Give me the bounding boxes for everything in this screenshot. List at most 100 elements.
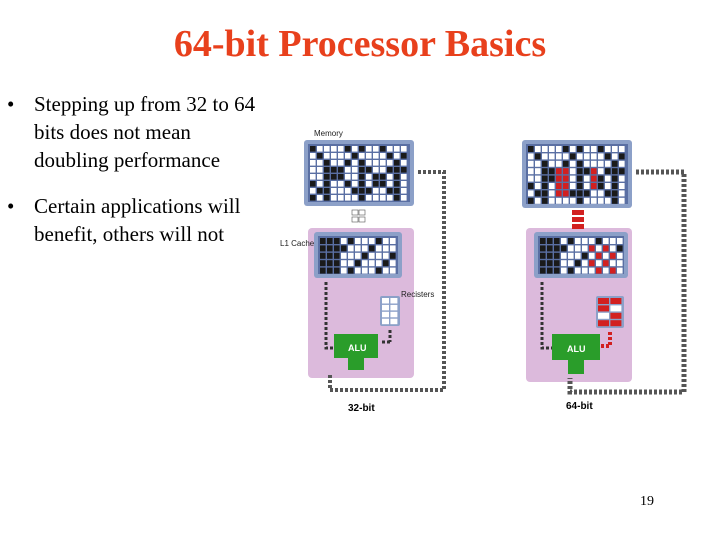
memory-cell: [338, 167, 344, 173]
bullet-text: Stepping up from 32 to 64 bits does not …: [34, 92, 256, 172]
memory-cell: [570, 168, 576, 175]
memory-cell: [612, 190, 618, 197]
memory-cell: [591, 175, 597, 182]
memory-cell: [334, 267, 340, 274]
memory-cell: [554, 252, 560, 259]
memory-cell: [561, 260, 567, 267]
memory-cell: [610, 238, 616, 244]
memory-cell: [619, 168, 625, 175]
memory-cell: [568, 245, 574, 252]
memory-cell: [596, 260, 602, 267]
memory-cell: [610, 267, 616, 274]
memory-cell: [310, 160, 316, 166]
bullet-list: • Stepping up from 32 to 64 bits does no…: [6, 90, 256, 266]
memory-cell: [345, 174, 351, 180]
memory-cell: [317, 167, 323, 173]
memory-cell: [338, 153, 344, 159]
memory-cell: [382, 311, 389, 318]
memory-cell: [598, 153, 604, 160]
memory-cell: [535, 153, 541, 160]
memory-cell: [362, 238, 368, 244]
memory-cell: [612, 183, 618, 189]
memory-cell: [387, 174, 393, 180]
memory-cell: [563, 153, 569, 160]
memory-cell: [563, 197, 569, 204]
memory-cell: [556, 197, 562, 204]
memory-cell: [547, 245, 553, 252]
memory-cell: [563, 183, 569, 189]
memory-cell: [619, 190, 625, 197]
memory-cell: [383, 260, 389, 267]
memory-cell: [547, 252, 553, 259]
memory-cell: [331, 188, 337, 194]
memory-cell: [331, 181, 337, 187]
memory-cell: [359, 174, 365, 180]
memory-cell: [373, 153, 379, 159]
memory-cell: [345, 188, 351, 194]
memory-cell: [535, 197, 541, 204]
memory-cell: [582, 267, 588, 274]
memory-cell: [542, 146, 548, 152]
memory-cell: [348, 238, 354, 244]
memory-cell: [582, 260, 588, 267]
memory-cell: [380, 195, 386, 201]
memory-cell: [380, 153, 386, 159]
memory-cell: [382, 318, 389, 325]
memory-cell: [373, 188, 379, 194]
memory-cell: [605, 168, 611, 175]
caption-64bit: 64-bit: [566, 401, 593, 412]
memory-cell: [401, 195, 407, 201]
memory-cell: [568, 267, 574, 274]
memory-cell: [348, 245, 354, 252]
memory-cell: [355, 238, 361, 244]
memory-cell: [612, 175, 618, 182]
memory-cell: [584, 183, 590, 189]
memory-cell: [380, 146, 386, 152]
memory-cell: [554, 238, 560, 244]
memory-cell: [331, 174, 337, 180]
memory-cell: [394, 160, 400, 166]
memory-cell: [542, 175, 548, 182]
memory-cell: [362, 245, 368, 252]
memory-cell: [401, 181, 407, 187]
memory-cell: [610, 252, 616, 259]
memory-cell: [376, 252, 382, 259]
memory-cells-64bit: [528, 146, 625, 204]
memory-cell: [612, 197, 618, 204]
memory-cell: [387, 167, 393, 173]
memory-cell: [617, 260, 623, 267]
memory-cell: [577, 168, 583, 175]
memory-cell: [390, 311, 398, 318]
memory-cell: [561, 252, 567, 259]
memory-cell: [380, 188, 386, 194]
memory-cell: [535, 160, 541, 167]
memory-cell: [554, 260, 560, 267]
memory-cell: [341, 245, 347, 252]
memory-cell: [359, 181, 365, 187]
memory-cell: [563, 190, 569, 197]
memory-cell: [598, 312, 609, 319]
memory-cell: [394, 195, 400, 201]
memory-cells-32bit: [310, 146, 407, 201]
memory-cell: [310, 153, 316, 159]
memory-cell: [390, 298, 398, 304]
memory-cell: [610, 312, 622, 319]
memory-cell: [570, 160, 576, 167]
memory-cell: [352, 188, 358, 194]
memory-cell: [324, 167, 330, 173]
memory-cell: [324, 174, 330, 180]
memory-cell: [589, 252, 595, 259]
memory-cell: [575, 267, 581, 274]
memory-cell: [584, 160, 590, 167]
memory-cell: [320, 260, 326, 267]
memory-cell: [341, 252, 347, 259]
memory-cell: [359, 160, 365, 166]
memory-cell: [310, 167, 316, 173]
memory-cell: [331, 146, 337, 152]
memory-cell: [577, 190, 583, 197]
memory-cell: [598, 160, 604, 167]
memory-cell: [338, 181, 344, 187]
memory-cell: [320, 252, 326, 259]
bullet-item: • Certain applications will benefit, oth…: [6, 192, 256, 248]
memory-cell: [540, 260, 546, 267]
